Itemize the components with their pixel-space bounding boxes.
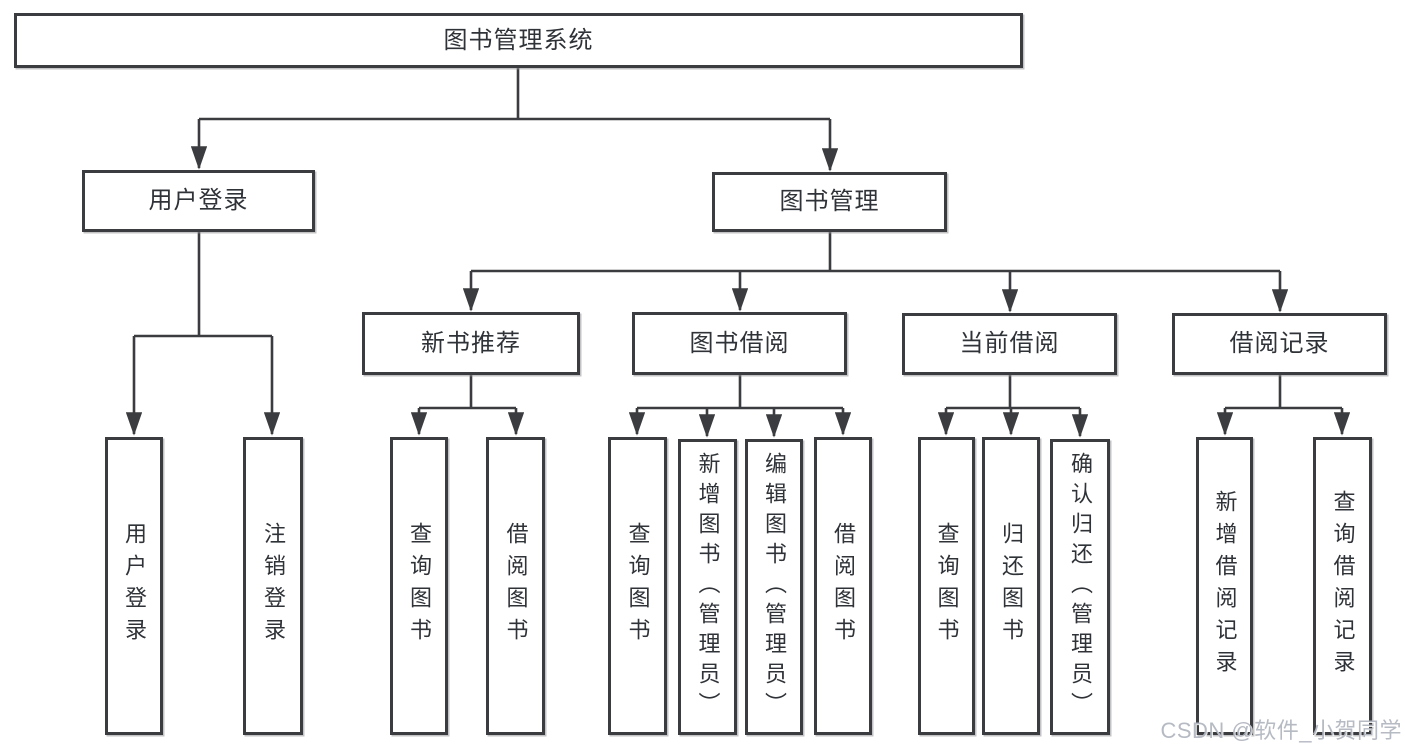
node-label: 确认归还（管理员） [1068, 452, 1093, 722]
leaf-user-login: 用户登录 [105, 437, 163, 735]
node-label: 图书管理 [779, 188, 880, 215]
node-label: 用户登录 [122, 522, 147, 650]
node-new-book-recommendation: 新书推荐 [362, 312, 580, 375]
node-label: 归还图书 [999, 522, 1024, 650]
leaf-query-borrow-record: 查询借阅记录 [1313, 437, 1372, 735]
leaf-logout: 注销登录 [243, 437, 303, 735]
node-label: 查询借阅记录 [1330, 490, 1356, 682]
node-label: 新书推荐 [421, 329, 521, 357]
node-label: 编辑图书（管理员） [762, 452, 787, 722]
node-label: 新增借阅记录 [1212, 490, 1238, 682]
leaf-query-books-borrowing: 查询图书 [608, 437, 667, 735]
node-label: 查询图书 [407, 522, 432, 650]
leaf-borrow-books: 借阅图书 [814, 437, 872, 735]
csdn-watermark: CSDN @软件_小贺同学 [1160, 718, 1402, 743]
node-label: 新增图书（管理员） [695, 452, 721, 722]
node-borrowing-records: 借阅记录 [1172, 313, 1387, 375]
leaf-edit-books-admin: 编辑图书（管理员） [745, 439, 803, 735]
node-current-borrowing: 当前借阅 [902, 313, 1117, 375]
node-label: 用户登录 [148, 187, 249, 214]
node-label: 借阅图书 [503, 522, 529, 650]
node-label: 当前借阅 [959, 330, 1060, 357]
leaf-query-books-current: 查询图书 [918, 437, 975, 735]
node-label: 图书管理系统 [443, 26, 594, 54]
node-label: 借阅图书 [831, 522, 856, 650]
node-label: 查询图书 [934, 522, 960, 650]
node-library-management-system: 图书管理系统 [14, 13, 1023, 68]
leaf-return-books: 归还图书 [982, 437, 1040, 735]
leaf-borrow-books-recommend: 借阅图书 [486, 437, 545, 735]
node-label: 图书借阅 [689, 329, 790, 357]
leaf-query-books-recommend: 查询图书 [390, 437, 448, 735]
node-label: 查询图书 [625, 522, 651, 650]
node-user-login: 用户登录 [82, 170, 315, 232]
node-book-management: 图书管理 [712, 172, 947, 232]
leaf-add-borrow-record: 新增借阅记录 [1196, 437, 1253, 735]
leaf-confirm-return-admin: 确认归还（管理员） [1050, 439, 1110, 735]
node-label: 注销登录 [261, 522, 286, 650]
node-label: 借阅记录 [1229, 330, 1330, 357]
node-book-borrowing: 图书借阅 [632, 312, 847, 375]
leaf-add-books-admin: 新增图书（管理员） [678, 439, 737, 735]
